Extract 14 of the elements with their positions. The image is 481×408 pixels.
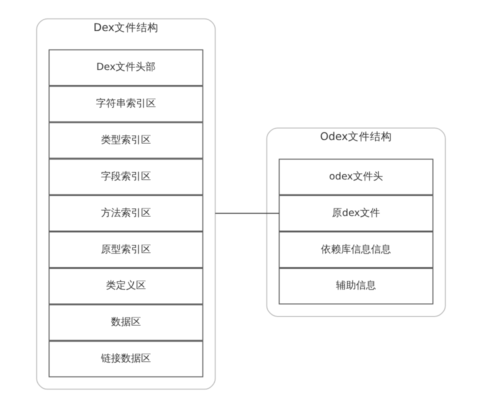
node-box: 数据区	[48, 304, 203, 341]
node-box: 类型索引区	[48, 122, 203, 159]
node-box: Dex文件头部	[48, 49, 203, 86]
node-box: 辅助信息	[278, 268, 433, 304]
node-box: odex文件头	[278, 158, 433, 196]
node-box: 类定义区	[48, 268, 203, 304]
node-box: 原dex文件	[278, 195, 433, 232]
node-box: 字符串索引区	[48, 86, 203, 122]
node-box: 原型索引区	[48, 232, 203, 268]
connector	[214, 212, 280, 214]
node-box: 链接数据区	[48, 340, 203, 378]
node-box: 依赖库信息信息	[278, 232, 433, 268]
node-box: 方法索引区	[48, 195, 203, 232]
node-box: 字段索引区	[48, 158, 203, 196]
